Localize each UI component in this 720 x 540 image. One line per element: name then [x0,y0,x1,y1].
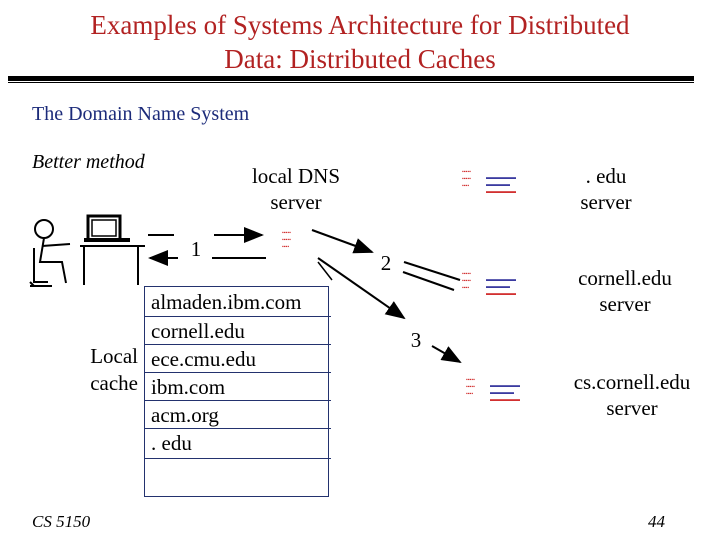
svg-text:▬▬▬▬▬: ▬▬▬▬▬ [486,291,516,297]
svg-text:▪▪▪▪: ▪▪▪▪ [466,391,473,397]
title-rule [8,76,694,81]
svg-text:▪▪▪▪▪: ▪▪▪▪▪ [462,176,471,182]
course-footer: CS 5150 [32,512,91,531]
step-1-arrows [148,227,266,266]
local-dns-server-label: local DNS server [236,163,356,215]
local-cache-table: almaden.ibm.com cornell.edu ece.cmu.edu … [144,286,331,497]
svg-text:▬▬▬▬▬: ▬▬▬▬▬ [486,175,516,181]
svg-text:▪▪▪▪▪: ▪▪▪▪▪ [466,377,475,383]
svg-text:▪▪▪▪: ▪▪▪▪ [462,285,469,291]
cache-entry: . edu [151,431,192,455]
cs-cornell-line-2: server [606,396,658,420]
svg-text:▬▬▬▬: ▬▬▬▬ [486,182,510,188]
step-3-arrows [317,257,462,363]
svg-text:▪▪▪▪: ▪▪▪▪ [462,183,469,189]
cache-entry: acm.org [151,403,219,427]
svg-text:▬▬▬▬▬: ▬▬▬▬▬ [486,277,516,283]
slide-subtitle: The Domain Name System [32,103,250,125]
edu-line-2: server [580,190,632,214]
cache-entry: ibm.com [151,375,226,399]
local-cache-label-line-1: Local [90,344,138,368]
cache-divider [144,428,331,429]
server-placeholder-icon: ▪▪▪▪▪ ▪▪▪▪▪ ▪▪▪▪ ▬▬▬▬▬ ▬▬▬▬ ▬▬▬▬▬ [462,169,516,195]
svg-text:▪▪▪▪▪: ▪▪▪▪▪ [282,237,291,243]
svg-text:▬▬▬▬: ▬▬▬▬ [490,390,514,396]
title-line-1: Examples of Systems Architecture for Dis… [90,10,630,40]
cache-entry: cornell.edu [151,319,245,343]
cornell-line-1: cornell.edu [578,266,672,290]
cornell-line-2: server [599,292,651,316]
svg-text:▪▪▪▪▪: ▪▪▪▪▪ [462,271,471,277]
cache-entry: ece.cmu.edu [151,347,256,371]
svg-text:▬▬▬▬▬: ▬▬▬▬▬ [486,189,516,195]
svg-text:▪▪▪▪▪: ▪▪▪▪▪ [462,278,471,284]
svg-text:▪▪▪▪▪: ▪▪▪▪▪ [462,169,471,175]
svg-text:▪▪▪▪▪: ▪▪▪▪▪ [466,384,475,390]
server-placeholder-icon: ▪▪▪▪▪ ▪▪▪▪▪ ▪▪▪▪ ▬▬▬▬▬ ▬▬▬▬ ▬▬▬▬▬ [466,377,520,403]
cache-divider [144,458,331,459]
cache-divider [144,344,331,345]
cache-divider [144,400,331,401]
step-2-arrows [311,229,461,291]
page-number: 44 [648,512,665,531]
slide-title: Examples of Systems Architecture for Dis… [0,8,720,76]
local-dns-line-2: server [270,190,322,214]
svg-text:▬▬▬▬: ▬▬▬▬ [486,284,510,290]
svg-text:▪▪▪▪▪: ▪▪▪▪▪ [282,230,291,236]
title-rule-thin [8,82,694,83]
local-cache-label: Local cache [66,343,138,397]
edu-line-1: . edu [585,164,627,188]
svg-text:▪▪▪▪: ▪▪▪▪ [282,244,289,250]
cache-entry: almaden.ibm.com [151,290,302,314]
server-placeholder-icon: ▪▪▪▪▪ ▪▪▪▪▪ ▪▪▪▪ ▬▬▬▬▬ ▬▬▬▬ ▬▬▬▬▬ [462,271,516,297]
svg-text:▬▬▬▬▬: ▬▬▬▬▬ [490,397,520,403]
cs-cornell-server-label: cs.cornell.edu server [558,369,706,421]
step-3-label: 3 [410,328,422,352]
cs-cornell-line-1: cs.cornell.edu [573,370,691,394]
person-at-computer-icon [29,214,145,287]
step-1-label: 1 [190,237,202,261]
cache-divider [144,316,331,317]
cache-divider [144,372,331,373]
method-label: Better method [32,151,145,173]
step-2-label: 2 [380,251,392,275]
cache-link-line [317,261,333,281]
cornell-server-label: cornell.edu server [560,265,690,317]
edu-server-label: . edu server [556,163,656,215]
svg-text:▬▬▬▬▬: ▬▬▬▬▬ [490,383,520,389]
local-dns-line-1: local DNS [251,164,341,188]
title-line-2: Data: Distributed Caches [224,44,496,74]
local-cache-label-line-2: cache [90,371,138,395]
server-placeholder-icon: ▪▪▪▪▪ ▪▪▪▪▪ ▪▪▪▪ [282,230,291,250]
